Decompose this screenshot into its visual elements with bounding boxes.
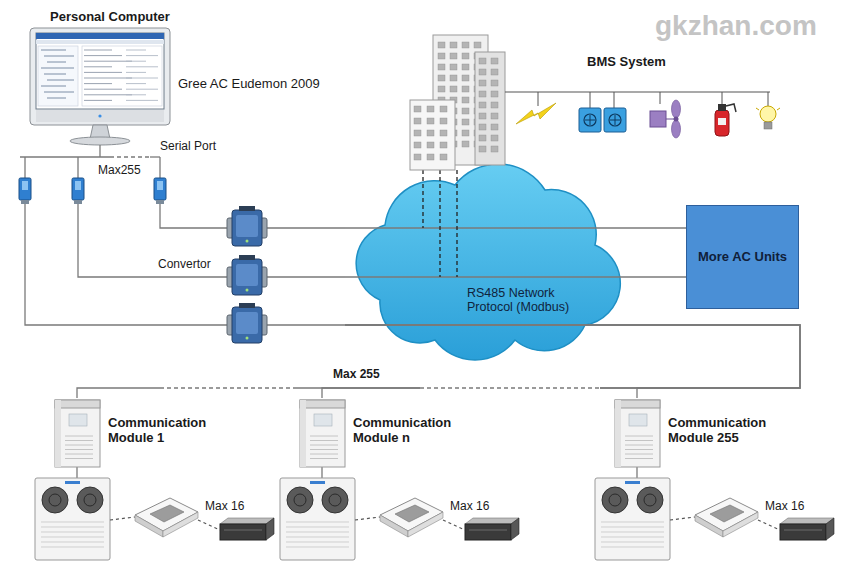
communication-module: Communication Module n: [295, 398, 475, 470]
wire-segment: [422, 170, 423, 228]
communication-module: Communication Module 255: [610, 398, 790, 470]
wire-segment: [78, 157, 345, 277]
count-label: Max 16: [450, 500, 489, 514]
network-wire: [78, 157, 345, 277]
node-heading: BMS System: [587, 55, 666, 70]
watermark: gkzhan.com: [655, 10, 817, 42]
network-wire: [25, 157, 345, 325]
cloud-label: RS485 Network Protocol (Modbus): [467, 286, 602, 315]
bms-node: BMS System: [408, 30, 783, 170]
box-label: More AC Units: [698, 250, 787, 265]
network-cloud-shape: [345, 178, 625, 348]
wire-segment: [345, 276, 686, 277]
computer-node: Personal ComputerGree AC Eudemon 2009: [20, 8, 350, 157]
communication-module: Communication Module 1: [50, 398, 230, 470]
module-label: Communication Module n: [353, 416, 471, 446]
node-heading: Personal Computer: [50, 10, 170, 25]
bms-node-shape: [408, 30, 783, 170]
network-wire: [345, 277, 686, 278]
units-box: More AC Units: [686, 205, 799, 309]
software-name: Gree AC Eudemon 2009: [178, 77, 320, 92]
network-cloud: RS485 Network Protocol (Modbus): [345, 178, 625, 348]
port-label: Serial Port: [160, 140, 216, 154]
wire-segment: [345, 227, 686, 228]
count-label: Max255: [98, 164, 141, 178]
converter-label: Convertor: [158, 258, 211, 272]
module-label: Communication Module 1: [108, 416, 226, 446]
wire-segment: [25, 157, 345, 325]
count-label: Max 16: [205, 500, 244, 514]
count-label: Max 255: [333, 368, 380, 382]
count-label: Max 16: [765, 500, 804, 514]
network-wire: [345, 228, 686, 229]
module-label: Communication Module 255: [668, 416, 786, 446]
